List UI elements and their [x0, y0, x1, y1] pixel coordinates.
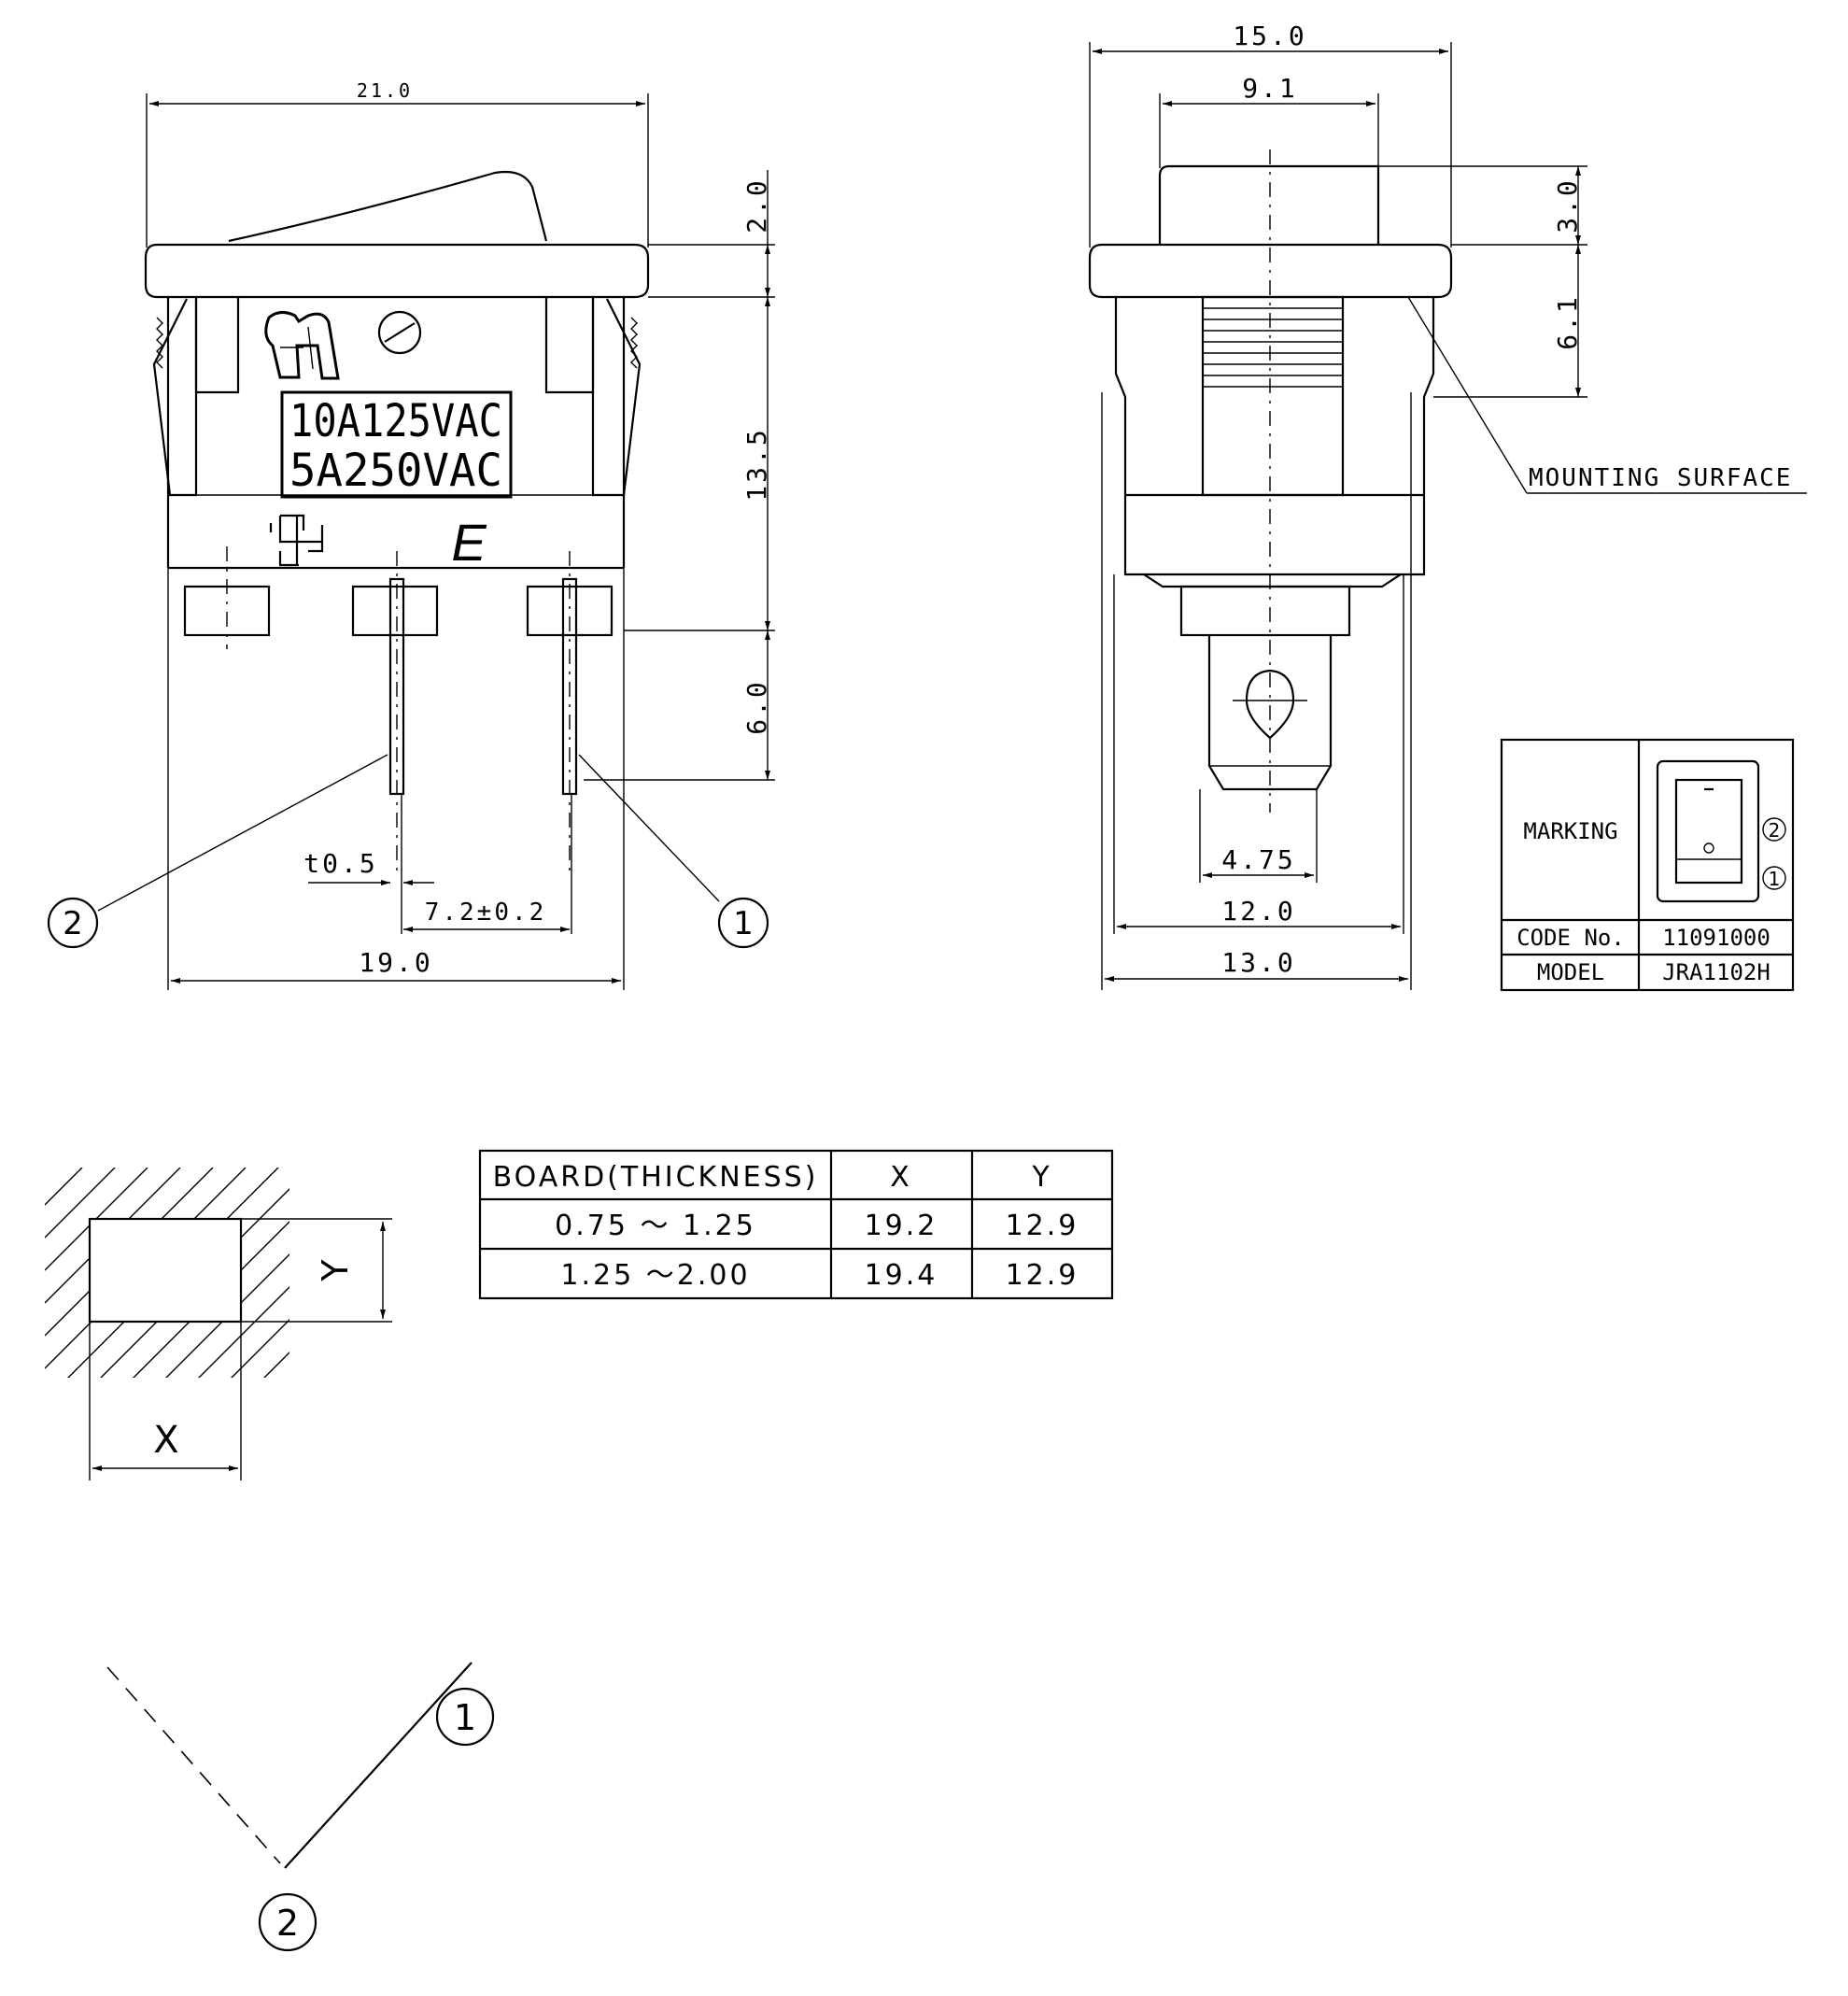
svg-text:4.75: 4.75: [1221, 844, 1295, 875]
board-thickness-table: BOARD(THICKNESS) X Y 0.75 ～ 1.25 19.2 12…: [478, 1149, 1114, 1300]
svg-text:5A250VAC: 5A250VAC: [289, 445, 502, 497]
row-2-y: 12.9: [1006, 1259, 1079, 1292]
svg-text:MODEL: MODEL: [1537, 959, 1604, 985]
svg-text:t0.5: t0.5: [303, 848, 377, 879]
header-x: X: [890, 1161, 912, 1194]
svg-text:1: 1: [733, 905, 754, 942]
bezel-side: [1088, 243, 1453, 299]
svg-text:6.0: 6.0: [741, 679, 772, 735]
row-2-thickness: 1.25 ～2.00: [560, 1259, 750, 1292]
svg-text:9.1: 9.1: [1242, 73, 1298, 104]
cutout-rect: [88, 1217, 243, 1324]
front-view: 21.0: [47, 79, 775, 990]
terminal-pin-1: [561, 551, 578, 873]
svg-text:X: X: [153, 1419, 178, 1462]
housing-side: [1114, 149, 1435, 813]
row-2-x: 19.4: [865, 1259, 938, 1292]
dim-bottom-side: 4.75 12.0 13.0: [1101, 392, 1412, 990]
rocker-actuator: [228, 170, 548, 243]
svg-text:MOUNTING SURFACE: MOUNTING SURFACE: [1529, 464, 1792, 492]
svg-text:2: 2: [1769, 819, 1781, 842]
svg-text:7.2±0.2: 7.2±0.2: [425, 899, 547, 927]
svg-text:11091000: 11091000: [1662, 925, 1770, 951]
ul-logo: [264, 311, 340, 380]
terminal-callout-1: 1: [578, 754, 769, 949]
e-mark: E: [451, 513, 487, 572]
svg-text:Y: Y: [315, 1259, 356, 1282]
svg-text:2: 2: [63, 905, 83, 942]
svg-text:6.1: 6.1: [1552, 294, 1583, 350]
actuator-side: [1158, 164, 1380, 245]
terminal-callout-2: 2: [47, 754, 388, 949]
svg-text:JRA1102H: JRA1102H: [1662, 959, 1770, 985]
row-1-x: 19.2: [865, 1210, 938, 1242]
circle-slash-symbol: [377, 310, 422, 355]
row-1-y: 12.9: [1006, 1210, 1079, 1242]
dim-heights-front: 2.0 13.5 6.0: [584, 170, 775, 781]
svg-text:21.0: 21.0: [357, 79, 413, 102]
mounting-surface-callout: MOUNTING SURFACE: [1407, 296, 1807, 494]
rating-box: 10A125VAC 5A250VAC: [280, 390, 513, 499]
dim-bottom-front: t0.5 7.2±0.2 19.0: [167, 587, 625, 990]
svg-text:15.0: 15.0: [1233, 21, 1306, 51]
svg-text:2.0: 2.0: [741, 177, 772, 234]
swirl-cert-icon: [269, 514, 324, 567]
header-y: Y: [1031, 1161, 1051, 1194]
marking-table: MARKING 2 1 CODE No. 11091000 MODEL JRA1…: [1500, 738, 1795, 992]
svg-text:19.0: 19.0: [359, 947, 432, 978]
svg-text:CODE No.: CODE No.: [1516, 925, 1625, 951]
dim-top-side: 15.0 9.1: [1089, 21, 1452, 248]
svg-text:13.0: 13.0: [1221, 947, 1295, 978]
switch-marking-icon: [1656, 759, 1760, 903]
circuit-diagram: 1 2: [106, 1662, 495, 1952]
svg-text:3.0: 3.0: [1552, 177, 1583, 234]
dim-width-21: 21.0: [146, 79, 649, 248]
terminal-pin-2: [388, 551, 405, 873]
bezel: [144, 243, 650, 299]
panel-cutout: Y X: [45, 1168, 392, 1480]
hatched-panel: [45, 1168, 289, 1378]
housing-body: [152, 297, 642, 570]
circuit-terminal-1: 1: [454, 1697, 476, 1738]
svg-text:MARKING: MARKING: [1523, 818, 1617, 844]
terminal-bases: [167, 546, 625, 649]
circuit-terminal-2: 2: [276, 1903, 299, 1944]
svg-text:13.5: 13.5: [741, 427, 772, 501]
svg-text:12.0: 12.0: [1221, 896, 1295, 927]
svg-text:10A125VAC: 10A125VAC: [289, 395, 502, 447]
side-view: 15.0 9.1: [1088, 21, 1807, 990]
dim-heights-side: 3.0 6.1: [1378, 165, 1587, 398]
row-1-thickness: 0.75 ～ 1.25: [555, 1210, 756, 1242]
header-board: BOARD(THICKNESS): [493, 1161, 819, 1194]
svg-text:1: 1: [1769, 868, 1781, 890]
